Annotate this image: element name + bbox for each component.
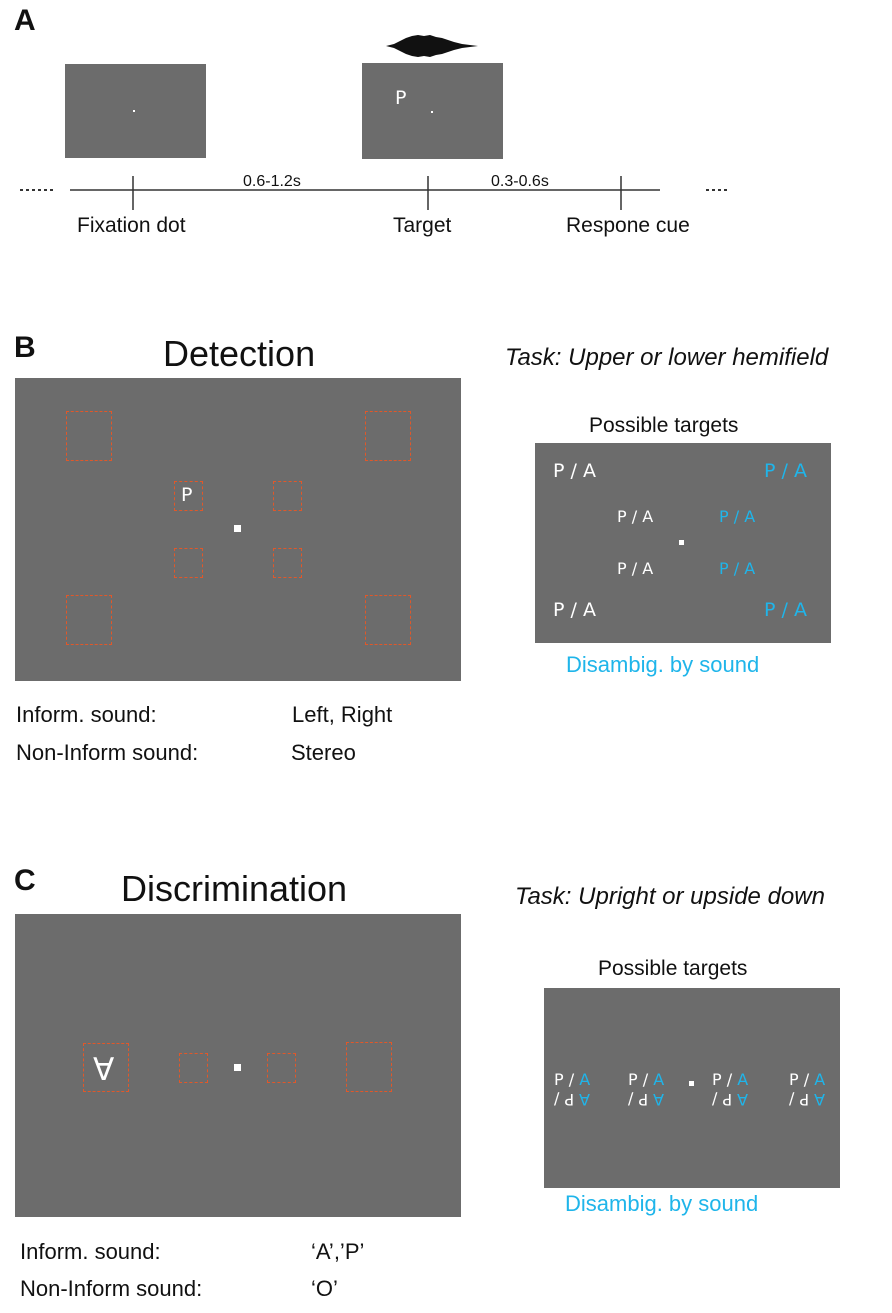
possible-upright-3: P / A bbox=[712, 1070, 749, 1089]
panel-a-letter: A bbox=[14, 4, 36, 37]
location-box-inner-ur bbox=[273, 481, 302, 511]
pair-outer-ll: P / A bbox=[553, 599, 596, 621]
panel-c-letter: C bbox=[14, 864, 36, 897]
target-letter: P bbox=[395, 87, 407, 109]
discrimination-noninform-value: ‘O’ bbox=[311, 1276, 338, 1301]
location-box-outer-lr bbox=[365, 595, 411, 645]
detection-target-letter: P bbox=[181, 484, 193, 506]
possible-fixation-dot bbox=[679, 540, 684, 545]
interval-1-label: 0.6-1.2s bbox=[243, 173, 301, 190]
detection-inform-label: Inform. sound: bbox=[16, 702, 157, 727]
possible-inverted-4: P / A bbox=[789, 1090, 826, 1109]
pair-inner-lr: P / A bbox=[719, 559, 756, 578]
discrimination-target-letter: A bbox=[93, 1049, 115, 1085]
pair-outer-lr: P / A bbox=[764, 599, 807, 621]
location-box-near-left bbox=[179, 1053, 208, 1083]
discrimination-title: Discrimination bbox=[121, 868, 348, 909]
fixation-screen bbox=[65, 64, 206, 158]
sound-waveform-icon bbox=[386, 35, 478, 57]
detection-disambig-label: Disambig. by sound bbox=[566, 652, 760, 677]
detection-inform-value: Left, Right bbox=[292, 702, 393, 727]
possible-inverted-3: P / A bbox=[712, 1090, 749, 1109]
detection-task: Task: Upper or lower hemifield bbox=[505, 344, 829, 371]
location-box-far-left: A bbox=[83, 1043, 129, 1092]
location-box-inner-lr bbox=[273, 548, 302, 578]
location-box-inner-ll bbox=[174, 548, 203, 578]
detection-possible-title: Possible targets bbox=[589, 414, 739, 437]
possible-inverted-2: P / A bbox=[628, 1090, 665, 1109]
location-box-outer-ur bbox=[365, 411, 411, 461]
detection-possible-screen: P / A P / A P / A P / A P / A P / A P / … bbox=[535, 443, 831, 643]
discrimination-inform-label: Inform. sound: bbox=[20, 1239, 161, 1264]
discrimination-noninform-label: Non-Inform sound: bbox=[20, 1276, 203, 1301]
pair-outer-ul: P / A bbox=[553, 460, 596, 482]
possible-upright-2: P / A bbox=[628, 1070, 665, 1089]
discrimination-disambig-label: Disambig. by sound bbox=[565, 1191, 759, 1216]
location-box-outer-ul bbox=[66, 411, 112, 461]
location-box-near-right bbox=[267, 1053, 296, 1083]
pair-inner-ul: P / A bbox=[617, 507, 654, 526]
target-screen: P bbox=[362, 63, 503, 159]
target-fixation-dot bbox=[431, 111, 433, 113]
discrimination-fixation-dot bbox=[234, 1064, 241, 1071]
timeline bbox=[20, 176, 730, 210]
interval-2-label: 0.3-0.6s bbox=[491, 173, 549, 190]
possible-c-fixation-dot bbox=[689, 1081, 694, 1086]
panel-b-letter: B bbox=[14, 331, 36, 364]
discrimination-task: Task: Upright or upside down bbox=[515, 883, 825, 910]
location-box-outer-ll bbox=[66, 595, 112, 645]
discrimination-possible-title: Possible targets bbox=[598, 957, 748, 980]
detection-fixation-dot bbox=[234, 525, 241, 532]
discrimination-possible-screen: P / A P / A P / A P / A P / A P / A P / … bbox=[544, 988, 840, 1188]
pair-inner-ll: P / A bbox=[617, 559, 654, 578]
detection-noninform-label: Non-Inform sound: bbox=[16, 740, 199, 765]
detection-title: Detection bbox=[163, 333, 316, 374]
event-fixation-label: Fixation dot bbox=[77, 214, 186, 237]
event-target-label: Target bbox=[393, 214, 452, 237]
event-response-label: Respone cue bbox=[566, 214, 690, 237]
possible-inverted-1: P / A bbox=[554, 1090, 591, 1109]
possible-upright-1: P / A bbox=[554, 1070, 591, 1089]
location-box-inner-ul: P bbox=[174, 481, 203, 511]
discrimination-screen: A bbox=[15, 914, 461, 1217]
pair-outer-ur: P / A bbox=[764, 460, 807, 482]
detection-noninform-value: Stereo bbox=[291, 740, 356, 765]
detection-screen: P bbox=[15, 378, 461, 681]
discrimination-inform-value: ‘A’,’P’ bbox=[311, 1239, 365, 1264]
possible-upright-4: P / A bbox=[789, 1070, 826, 1089]
location-box-far-right bbox=[346, 1042, 392, 1092]
pair-inner-ur: P / A bbox=[719, 507, 756, 526]
fixation-dot bbox=[133, 110, 135, 112]
